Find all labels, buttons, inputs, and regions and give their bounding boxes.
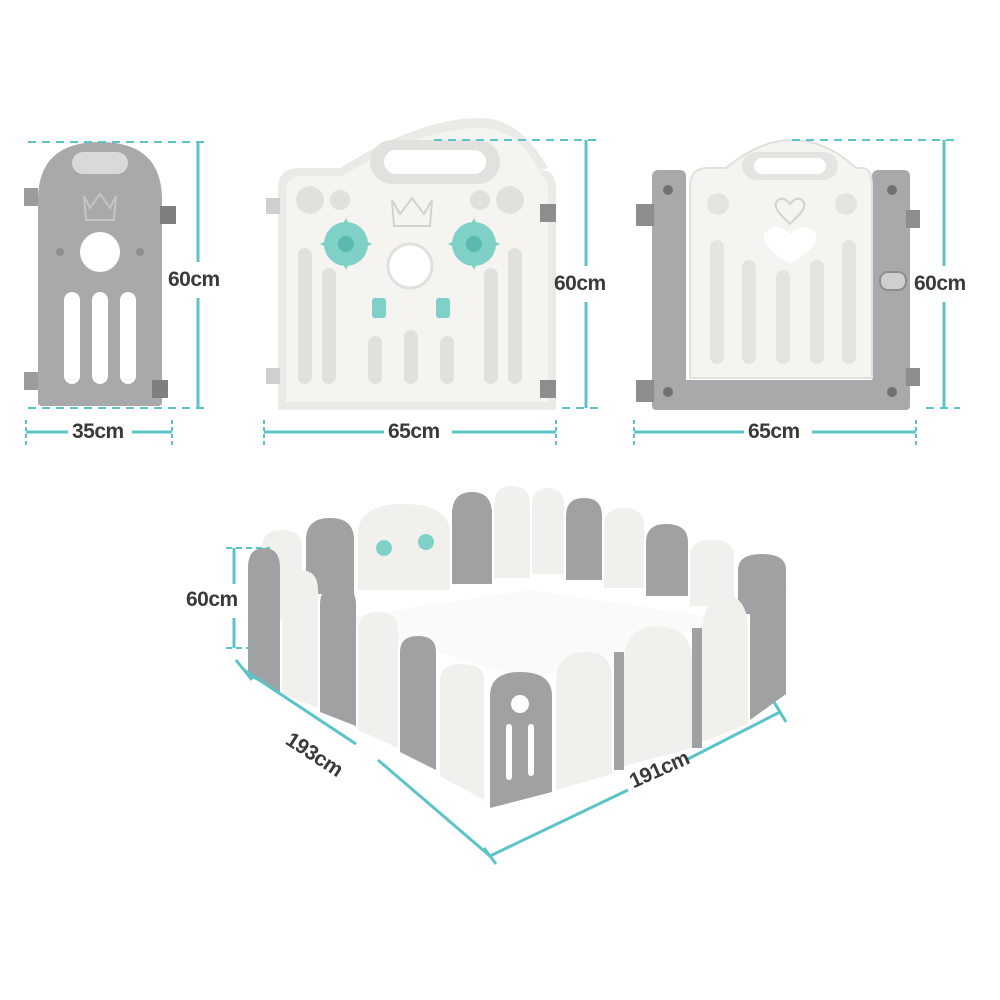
- assembled-playpen: [248, 486, 786, 808]
- door-panel: [636, 138, 920, 410]
- playpen-dimension-lines: [226, 547, 788, 865]
- toy-panel-height-label: 60cm: [554, 272, 606, 295]
- toy-dimension-lines: [263, 139, 600, 446]
- door-panel-width-label: 65cm: [748, 420, 800, 443]
- playpen-left-row: [248, 548, 484, 800]
- narrow-dimension-lines: [25, 141, 208, 446]
- narrow-panel: [24, 142, 176, 406]
- door-panel-height-label: 60cm: [914, 272, 966, 295]
- door-dimension-lines: [633, 139, 960, 446]
- narrow-panel-width-label: 35cm: [72, 420, 124, 443]
- gear-toy-right: [448, 218, 500, 270]
- toy-panel-width-label: 65cm: [388, 420, 440, 443]
- playpen-height-label: 60cm: [186, 588, 238, 611]
- narrow-panel-height-label: 60cm: [168, 268, 220, 291]
- gear-toy-left: [320, 218, 372, 270]
- toy-panel: [266, 118, 556, 410]
- playpen-front-row: [490, 566, 786, 808]
